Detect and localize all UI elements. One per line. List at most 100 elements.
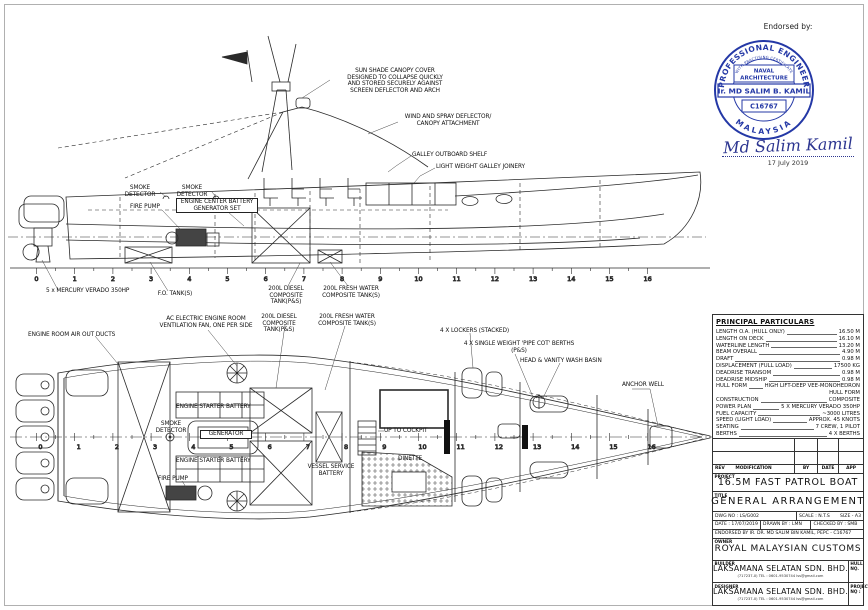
label-engine-starter-battery-2: ENGINE STARTER BATTERY xyxy=(176,458,251,464)
station-number: 0 xyxy=(38,443,42,451)
designer-contact: (717237-X) TEL : 0601-9530744 lss@gmail.… xyxy=(737,597,824,602)
station-number: 4 xyxy=(191,443,195,451)
station-number: 15 xyxy=(605,275,613,283)
rev-header-rev: REV xyxy=(715,465,725,471)
station-number: 6 xyxy=(264,275,268,283)
builder-contact: (717237-X) TEL : 0601-9530744 lss@gmail.… xyxy=(737,574,824,579)
project-no-cell: PROJECT NO : - xyxy=(847,583,868,606)
title-block-panel: PRINCIPAL PARTICULARS LENGTH O.A. (HULL … xyxy=(711,314,868,606)
berths-lockers xyxy=(461,367,569,507)
station-number: 9 xyxy=(382,443,386,451)
station-number: 0 xyxy=(34,275,38,283)
label-galley-joinery: LIGHT WEIGHT GALLEY JOINERY xyxy=(436,164,525,170)
label-smoke-detector-2: SMOKE DETECTOR xyxy=(176,185,208,198)
station-number: 13 xyxy=(533,443,541,451)
revision-row xyxy=(713,450,863,464)
label-smoke-detector-plan: SMOKE DETECTOR xyxy=(155,421,187,434)
station-number: 8 xyxy=(340,275,344,283)
endorsed-by: ENDORSED BY IR. DR. MD SALIM BIN KAMIL, … xyxy=(715,531,852,537)
label-wind-spray-deflector: WIND AND SPRAY DEFLECTOR/ CANOPY ATTACHM… xyxy=(404,114,492,127)
anchor-well xyxy=(649,425,673,449)
stamp-reg-no: C16767 xyxy=(750,103,778,111)
station-number: 3 xyxy=(149,275,153,283)
scale-size-cell: SCALE : N.T.S SIZE - A3 xyxy=(796,512,863,521)
station-number: 11 xyxy=(453,275,461,283)
station-number: 6 xyxy=(268,443,272,451)
sheet-border xyxy=(4,4,864,606)
label-head-basin: HEAD & VANITY WASH BASIN xyxy=(520,358,602,364)
designer-cell: DESIGNER LAKSAMANA SELATAN SDN. BHD. (71… xyxy=(713,582,868,606)
label-galley-outboard-shelf: GALLEY OUTBOARD SHELF xyxy=(412,152,488,158)
station-number: 10 xyxy=(418,443,426,451)
label-vessel-service-battery: VESSEL SERVICE BATTERY xyxy=(307,464,355,477)
drawn-by: DRAWN BY : LMN xyxy=(759,521,811,529)
battery-banks xyxy=(175,391,265,483)
generator-set xyxy=(175,228,207,247)
label-dinette: DINETTE xyxy=(398,456,423,462)
station-number: 11 xyxy=(457,443,465,451)
label-smoke-detector-1: SMOKE DETECTOR xyxy=(124,185,156,198)
checked-by: CHECKED BY : SMB xyxy=(810,521,863,529)
generator-plan xyxy=(187,420,259,455)
project-no-value: - xyxy=(855,591,857,598)
label-diesel-tanks-plan: 200L DIESEL COMPOSITE TANK(P&S) xyxy=(261,314,297,333)
label-air-out-ducts: ENGINE ROOM AIR OUT DUCTS xyxy=(28,332,116,338)
station-number: 1 xyxy=(73,275,77,283)
label-engines: 5 x MERCURY VERADO 350HP xyxy=(46,288,130,294)
label-anchor-well: ANCHOR WELL xyxy=(622,382,664,388)
hull-plan xyxy=(57,354,711,520)
outboard-engines-profile xyxy=(18,195,65,263)
rev-header-by: BY xyxy=(794,464,817,473)
station-number: 5 xyxy=(225,275,229,283)
flag-mast xyxy=(246,49,253,83)
scale: SCALE : N.T.S xyxy=(799,513,830,519)
plan-leaders xyxy=(94,324,659,488)
hull-no-cell: HULL NO. - xyxy=(847,560,863,583)
drawing-title: GENERAL ARRANGEMENT xyxy=(711,496,865,508)
label-fresh-water-tanks-plan: 200L FRESH WATER COMPOSITE TANK(S) xyxy=(318,314,376,327)
station-number: 7 xyxy=(302,275,306,283)
date: DATE : 17/07/2019 xyxy=(715,522,758,528)
title-tag: TITLE xyxy=(714,492,728,498)
stamp-date: 17 July 2019 xyxy=(767,159,809,167)
builder-tag: BUILDER xyxy=(714,561,735,567)
vent-fans xyxy=(226,362,248,512)
tank-boxes xyxy=(124,207,343,264)
profile-leaders xyxy=(41,79,436,292)
rev-header-modification: MODIFICATION xyxy=(735,465,772,471)
particulars-row: LENGTH O.A. (HULL ONLY)16.50 M xyxy=(716,329,860,335)
revision-header: REV MODIFICATION BY DATE APP xyxy=(713,463,863,473)
seats xyxy=(263,178,362,206)
date-drawn-row: DATE : 17/07/2019 DRAWN BY : LMN CHECKED… xyxy=(713,520,863,529)
drawing-title-cell: TITLE GENERAL ARRANGEMENT xyxy=(711,491,865,511)
station-number: 16 xyxy=(644,275,652,283)
label-engine-starter-battery-1: ENGINE STARTER BATTERY xyxy=(176,404,251,410)
project-tag: PROJECT xyxy=(714,474,735,480)
label-vent-fan: AC ELECTRIC ENGINE ROOM VENTILATION FAN,… xyxy=(159,316,253,329)
station-number: 1 xyxy=(77,443,81,451)
station-number: 9 xyxy=(378,275,382,283)
console xyxy=(379,389,449,429)
size: SIZE - A3 xyxy=(840,513,861,519)
station-number: 3 xyxy=(153,443,157,451)
label-lockers: 4 X LOCKERS (STACKED) xyxy=(440,328,510,334)
particulars-title: PRINCIPAL PARTICULARS xyxy=(716,318,815,326)
station-number: 2 xyxy=(111,275,115,283)
signature-line xyxy=(722,156,854,157)
endorsement-stamp: PROFESSIONAL ENGINEER WITH PRACTISING CE… xyxy=(714,40,814,140)
project-no-label: PROJECT NO : xyxy=(850,583,868,594)
stamp-field-line2: ARCHITECTURE xyxy=(740,76,788,82)
owner-name: ROYAL MALAYSIAN CUSTOMS xyxy=(714,544,862,555)
